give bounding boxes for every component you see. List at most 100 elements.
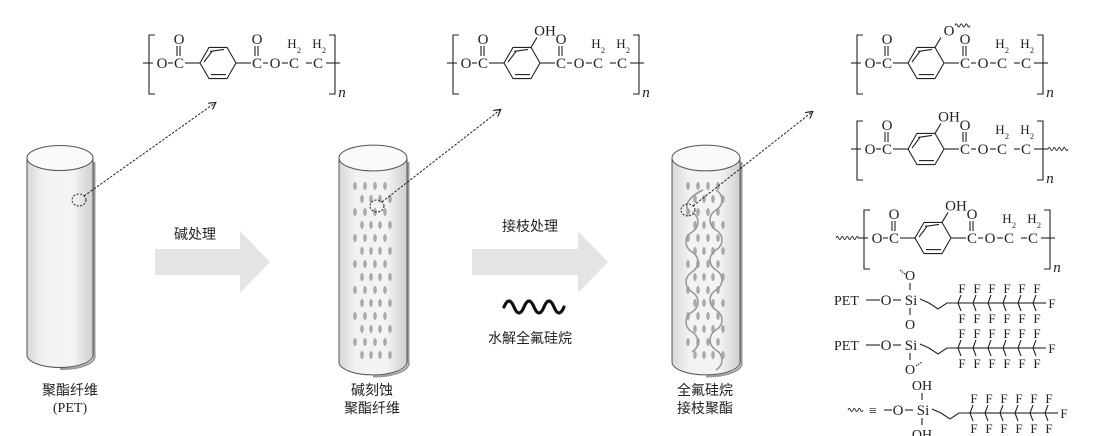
aromatic-bond: [924, 223, 940, 227]
subscript-n: n: [1046, 171, 1054, 187]
wavy-bond-icon: [847, 407, 864, 413]
etch-pit: [363, 286, 367, 294]
process-arrow-graft: [472, 231, 608, 293]
atom-F: F: [985, 421, 992, 436]
bracket-right: [329, 34, 336, 95]
substituent-O: O: [944, 23, 955, 39]
substituent-bond: [934, 37, 942, 48]
etch-pit: [360, 299, 364, 307]
atom-H: H: [312, 36, 321, 51]
fiber-etched: [338, 144, 410, 378]
atom-F: F: [970, 391, 977, 406]
atom-C: C: [252, 56, 262, 72]
atom-O: O: [872, 231, 883, 247]
stage-pet-name: 聚酯纤维: [42, 383, 98, 399]
etch-pit: [378, 247, 382, 255]
etch-pit: [369, 273, 373, 281]
reagent-label: 水解全氟硅烷: [488, 331, 572, 347]
etch-pit: [360, 325, 364, 333]
cf-bond: [972, 302, 977, 312]
etch-pit: [711, 273, 715, 281]
aromatic-bond: [209, 48, 225, 52]
atom-F: F: [1033, 326, 1040, 341]
atom-F: F: [1033, 281, 1040, 296]
cf-bond: [987, 339, 992, 349]
etch-pit: [702, 247, 706, 255]
stage-label-grafted: 全氟硅烷 接枝聚酯: [655, 382, 755, 418]
etch-pit: [383, 286, 387, 294]
aromatic-bond: [917, 134, 933, 138]
atom-O: O: [157, 56, 168, 72]
bracket-left: [856, 120, 863, 181]
bracket-left: [863, 209, 870, 270]
cf-bond: [1002, 347, 1007, 357]
cf-bond: [1032, 302, 1037, 312]
etch-pit: [373, 260, 377, 268]
etch-pit: [373, 234, 377, 242]
atom-Si: Si: [905, 338, 918, 354]
substituent-bond: [941, 212, 949, 223]
atom-C: C: [889, 231, 899, 247]
aromatic-bond: [918, 226, 928, 238]
etch-pit: [721, 325, 725, 333]
etch-pit: [353, 182, 357, 190]
cylinder-shadow: [59, 162, 96, 371]
cf-bond: [1002, 302, 1007, 312]
etch-pit: [360, 273, 364, 281]
atom-F: F: [973, 311, 980, 326]
atom-F: F: [1018, 356, 1025, 371]
atom-F: F: [958, 356, 965, 371]
dashed-bond: [899, 269, 907, 276]
cf-bond: [969, 412, 974, 422]
atom-Si: Si: [905, 293, 918, 309]
subscript-n: n: [642, 85, 650, 101]
subscript-2: 2: [1037, 221, 1041, 230]
stage-grafted-name-1: 全氟硅烷: [677, 383, 733, 399]
wavy-bond-icon: [1047, 146, 1069, 152]
etch-pit: [360, 351, 364, 359]
triple-bond-icon: ≡: [869, 404, 877, 419]
etch-pit: [369, 351, 373, 359]
atom-H: H: [995, 122, 1004, 137]
etch-pit: [716, 234, 720, 242]
atom-F: F: [1015, 421, 1022, 436]
wavy-chain-icon: [502, 299, 566, 315]
etch-pit: [711, 351, 715, 359]
substituent-bond: [934, 123, 942, 134]
grafted-chain: [685, 211, 699, 353]
etch-pit: [378, 299, 382, 307]
etch-pit: [696, 208, 700, 216]
etch-pit: [696, 182, 700, 190]
atom-F: F: [1018, 326, 1025, 341]
etch-pit: [353, 260, 357, 268]
atom-C: C: [478, 56, 488, 72]
subscript-2: 2: [297, 46, 301, 55]
atom-F: F: [1048, 296, 1055, 311]
atom-F: F: [1018, 311, 1025, 326]
etch-pit: [693, 195, 697, 203]
atom-O: O: [556, 32, 567, 48]
cf-bond: [1002, 294, 1007, 304]
etch-pit: [383, 260, 387, 268]
grafted-chain: [709, 189, 723, 371]
benzene-ring: [199, 46, 237, 80]
atom-O: O: [881, 338, 892, 354]
process-arrow-alkali: [155, 231, 270, 293]
atom-F: F: [1003, 281, 1010, 296]
cf-bond: [1017, 294, 1022, 304]
atom-F: F: [958, 281, 965, 296]
atom-C: C: [174, 56, 184, 72]
callout-grafted: [680, 112, 812, 217]
atom-O: O: [881, 293, 892, 309]
etch-pit: [369, 325, 373, 333]
atom-F: F: [1000, 421, 1007, 436]
atom-PET: PET: [834, 294, 859, 309]
ethylene-linker: [931, 408, 968, 420]
cf-bond: [999, 412, 1004, 422]
etch-pit: [693, 325, 697, 333]
atom-C: C: [593, 56, 603, 72]
subscript-2: 2: [601, 46, 605, 55]
atom-O: O: [574, 56, 585, 72]
